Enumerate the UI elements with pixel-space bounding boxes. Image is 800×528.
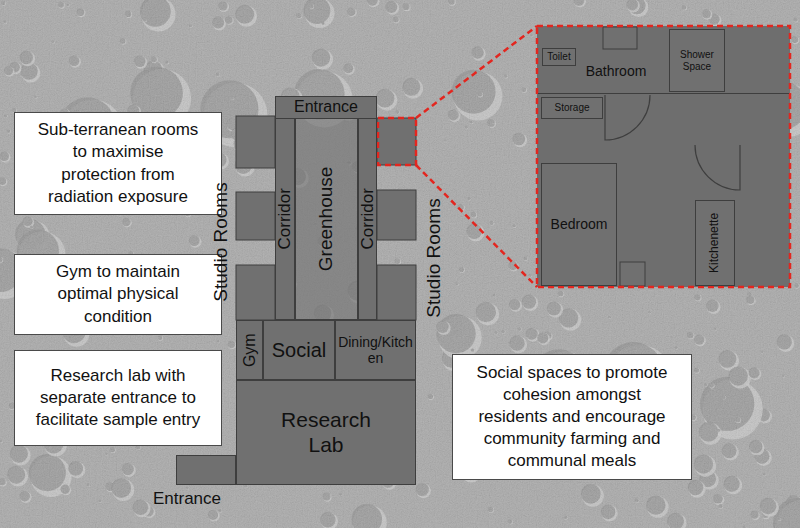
inset-floor	[537, 26, 790, 287]
room-label: Storage	[542, 102, 602, 114]
sink	[603, 27, 637, 49]
callout-text: Gym to maintain optimal physical conditi…	[15, 261, 221, 327]
studio-room	[377, 190, 416, 240]
corridor-box: Corridor	[358, 118, 377, 320]
room-label: Entrance	[276, 98, 376, 116]
callout-text: Research lab with separate entrance to f…	[15, 365, 221, 431]
greenhouse-box: Greenhouse	[295, 118, 358, 320]
social-box: Social	[263, 320, 335, 380]
lab-box: Research Lab	[236, 380, 416, 485]
room-label: Shower Space	[670, 49, 724, 72]
shower-box: Shower Space	[669, 29, 725, 92]
entrance-box: Entrance	[176, 455, 236, 485]
studio-rooms	[236, 116, 416, 320]
room-label: Gym	[240, 333, 258, 367]
bedside-unit	[620, 262, 645, 286]
kitchenette-box: Kitchenette	[695, 200, 735, 286]
toilet-box: Toilet	[542, 48, 576, 66]
entrance-box: Entrance	[275, 96, 377, 119]
bathroom-area: BathroomToilet Shower Space	[538, 27, 789, 94]
room-label: Corridor	[358, 188, 378, 249]
room-label: Social	[264, 339, 334, 362]
room-label: Bedroom	[542, 216, 616, 232]
corridor-box: Corridor	[275, 118, 295, 320]
callout-box: Research lab with separate entrance to f…	[14, 350, 222, 446]
callout-text: Social spaces to promote cohesion amongs…	[453, 362, 691, 472]
studio-room	[377, 265, 416, 320]
room-label: Corridor	[275, 188, 295, 249]
room-label: Entrance	[137, 489, 237, 509]
room-label: Bathroom	[566, 63, 666, 79]
room-label: Kitchenette	[708, 213, 722, 273]
zoom-frame	[537, 26, 790, 287]
room-label: Toilet	[543, 51, 575, 63]
zoom-line	[416, 26, 537, 118]
studio-room	[236, 116, 275, 168]
storage-box: Storage	[541, 97, 603, 119]
room-group-label: Studio Rooms	[424, 198, 445, 317]
bedroom-box: Bedroom	[541, 163, 617, 286]
room-label: Greenhouse	[316, 167, 338, 272]
door-swing	[695, 145, 740, 190]
door-swing	[605, 95, 650, 140]
callout-text: Sub-terranean rooms to maximise protecti…	[15, 119, 221, 207]
callout-box: Gym to maintain optimal physical conditi…	[14, 254, 222, 335]
callout-box: Sub-terranean rooms to maximise protecti…	[14, 112, 222, 215]
dining-box: Dining/Kitchen	[335, 320, 416, 380]
gym-box: Gym	[236, 320, 263, 380]
room-label: Research Lab	[270, 408, 382, 456]
studio-room	[236, 265, 275, 320]
room-group-label: Studio Rooms	[211, 182, 232, 301]
room-label: Dining/Kitchen	[336, 334, 415, 366]
callout-box: Social spaces to promote cohesion amongs…	[452, 354, 692, 480]
zoom-source	[378, 118, 416, 165]
studio-room	[377, 118, 416, 165]
studio-room	[236, 192, 275, 240]
